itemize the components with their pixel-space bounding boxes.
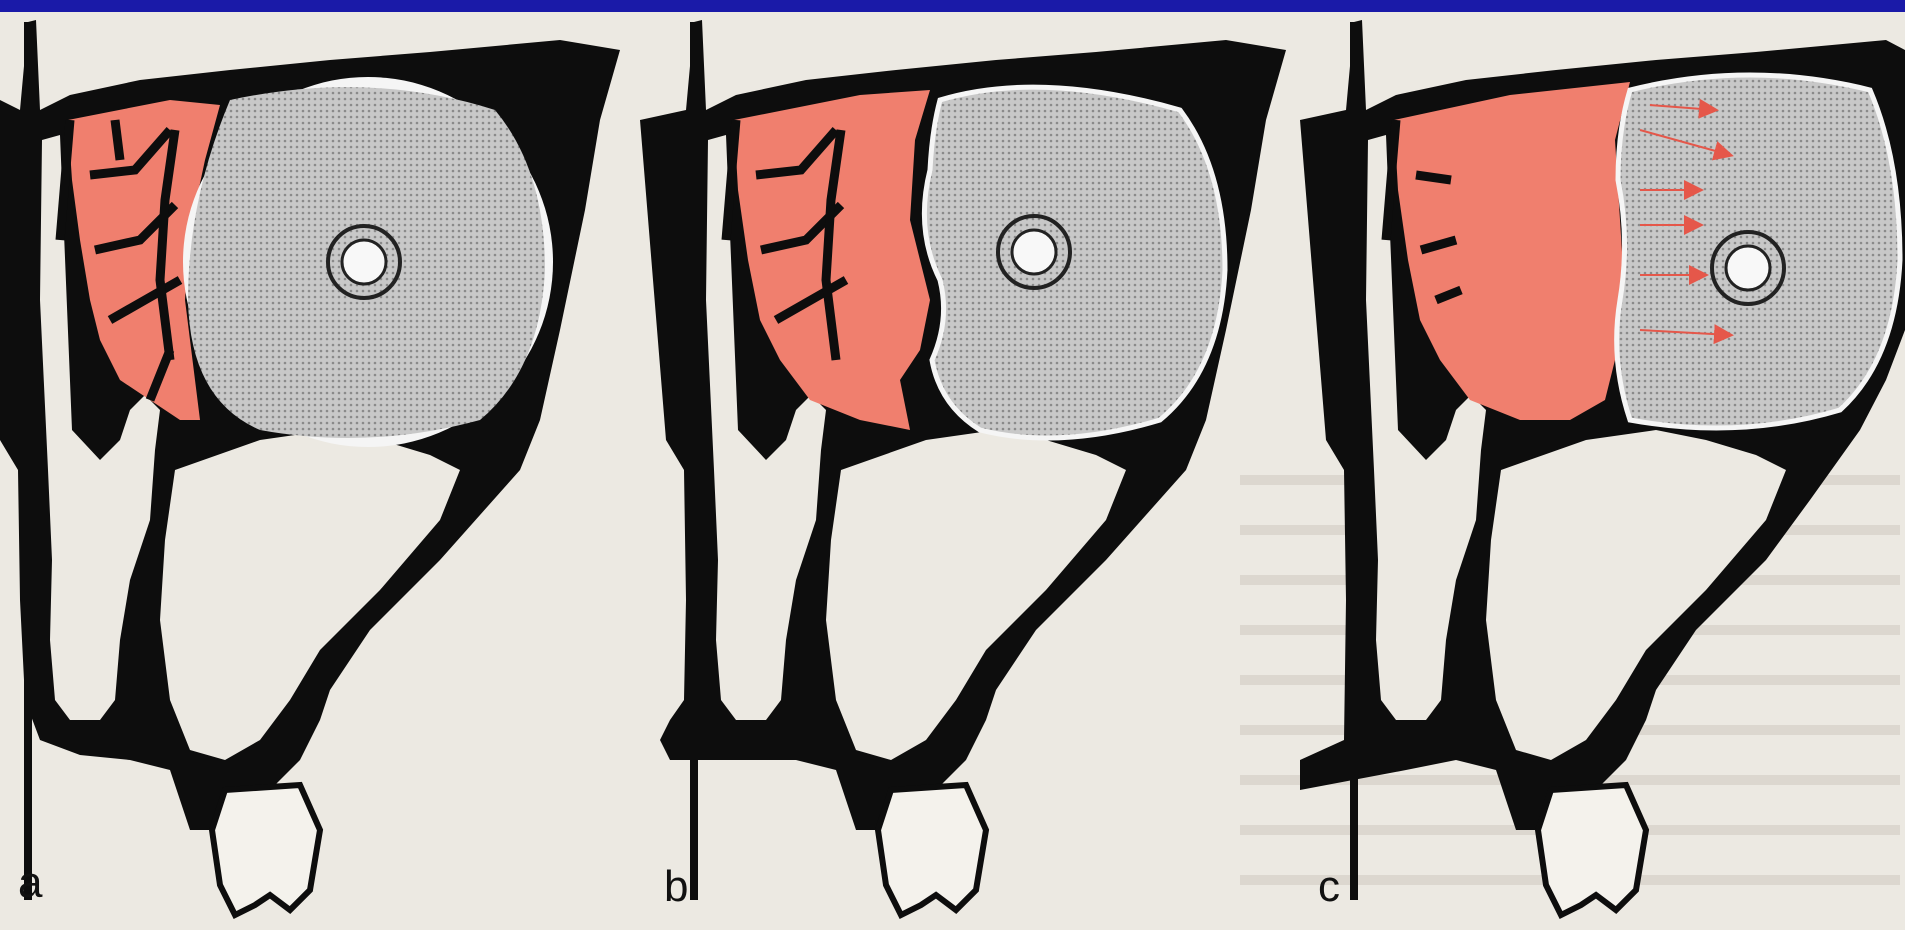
panel-b-optic-nerve-core: [1012, 230, 1056, 274]
panel-label-b: b: [664, 862, 688, 912]
panel-c-optic-nerve-core: [1726, 246, 1770, 290]
panel-a-tooth: [212, 785, 320, 915]
panel-c-tooth: [1538, 785, 1646, 915]
panel-label-a: a: [18, 858, 42, 908]
panel-a: [0, 20, 620, 915]
panel-b-tooth: [878, 785, 986, 915]
panel-b: [640, 20, 1286, 915]
panel-a-optic-nerve-core: [342, 240, 386, 284]
panel-label-c: c: [1318, 862, 1340, 912]
panel-b-globe-fill: [924, 87, 1225, 438]
panel-c: [1300, 20, 1905, 915]
